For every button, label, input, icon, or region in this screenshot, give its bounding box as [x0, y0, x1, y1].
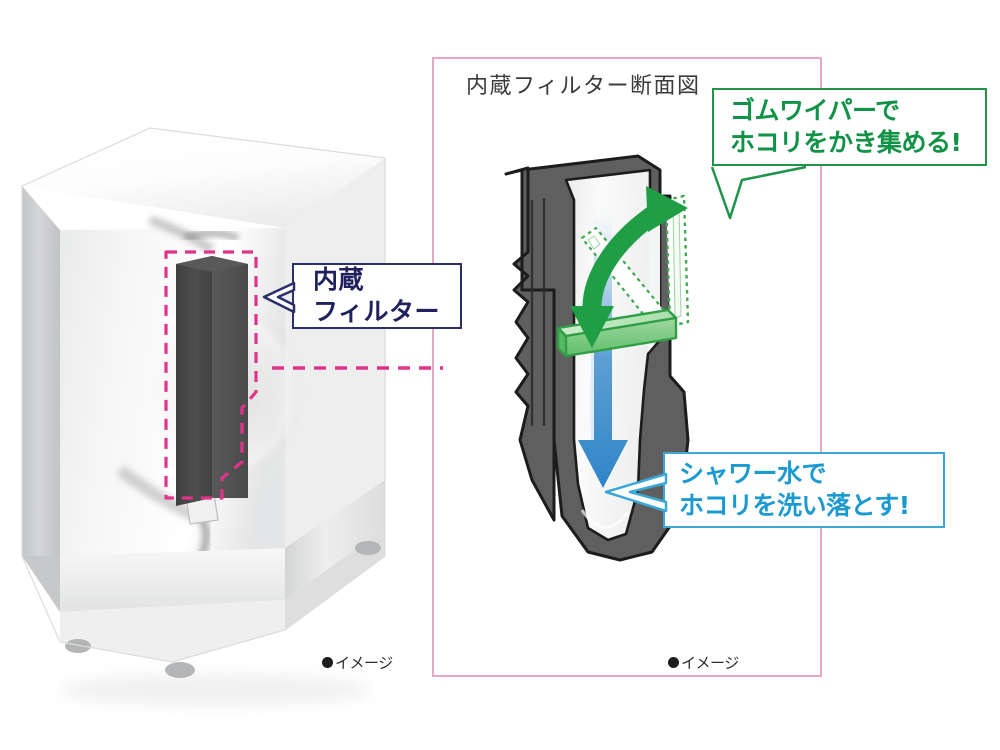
image-note-left: イメージ — [322, 652, 393, 673]
machine-outline — [21, 127, 386, 663]
callout-rubber-wiper-tail — [710, 165, 807, 220]
cross-section-title: 内蔵フィルター断面図 — [466, 74, 701, 99]
image-note-right: イメージ — [668, 652, 739, 673]
filter-module-side — [212, 256, 248, 498]
machine-top-seam — [148, 215, 215, 254]
callout-builtin-filter-line2: フィルター — [313, 297, 441, 326]
machine-left-panel — [22, 186, 60, 608]
wiper-ghost-raised — [664, 194, 690, 328]
bullet-dot-right — [668, 657, 679, 668]
callout-builtin-filter-tail — [262, 281, 296, 314]
machine-base-side — [285, 480, 385, 600]
washing-machine-svg — [21, 127, 386, 706]
machine-ground-shadow — [60, 674, 370, 706]
machine-foot-right — [355, 541, 381, 555]
machine-base-left — [22, 556, 60, 612]
machine-foot-front — [165, 662, 195, 678]
callout-builtin-filter: 内蔵 フィルター — [292, 263, 462, 329]
machine-base-front — [60, 548, 285, 612]
filter-module-top — [176, 256, 248, 272]
connector-dashed-line — [272, 366, 443, 370]
callout-shower-water-tail — [604, 472, 668, 513]
callout-shower-water: シャワー水で ホコリを洗い落とす! — [663, 452, 945, 528]
image-note-left-text: イメージ — [335, 654, 393, 672]
callout-shower-water-line1: シャワー水で — [679, 459, 827, 488]
cavity-bottom-highlight — [580, 509, 630, 529]
callout-builtin-filter-line1: 内蔵 — [313, 265, 365, 294]
filter-module-front — [176, 256, 212, 506]
image-note-right-text: イメージ — [681, 654, 739, 672]
machine-base-bottom — [60, 600, 285, 662]
machine-top-panel — [22, 128, 385, 228]
machine-foot-left — [65, 639, 91, 653]
filter-cross-section-illustration — [470, 140, 800, 640]
washing-machine-illustration — [0, 0, 430, 750]
wiper-rotation-arrow — [570, 186, 688, 348]
filter-housing-left-flange — [504, 166, 556, 522]
callout-rubber-wiper-line2: ホコリをかき集める! — [730, 128, 962, 157]
callout-rubber-wiper-line1: ゴムワイパーで — [730, 96, 900, 125]
cross-section-svg — [504, 154, 690, 562]
filter-highlight-dashed-box — [164, 250, 258, 500]
callout-shower-water-line2: ホコリを洗い落とす! — [679, 491, 910, 520]
bullet-dot-left — [322, 657, 333, 668]
callout-rubber-wiper: ゴムワイパーで ホコリをかき集める! — [712, 88, 987, 166]
machine-hinge-detail — [183, 229, 240, 242]
cross-section-frame — [432, 57, 822, 677]
